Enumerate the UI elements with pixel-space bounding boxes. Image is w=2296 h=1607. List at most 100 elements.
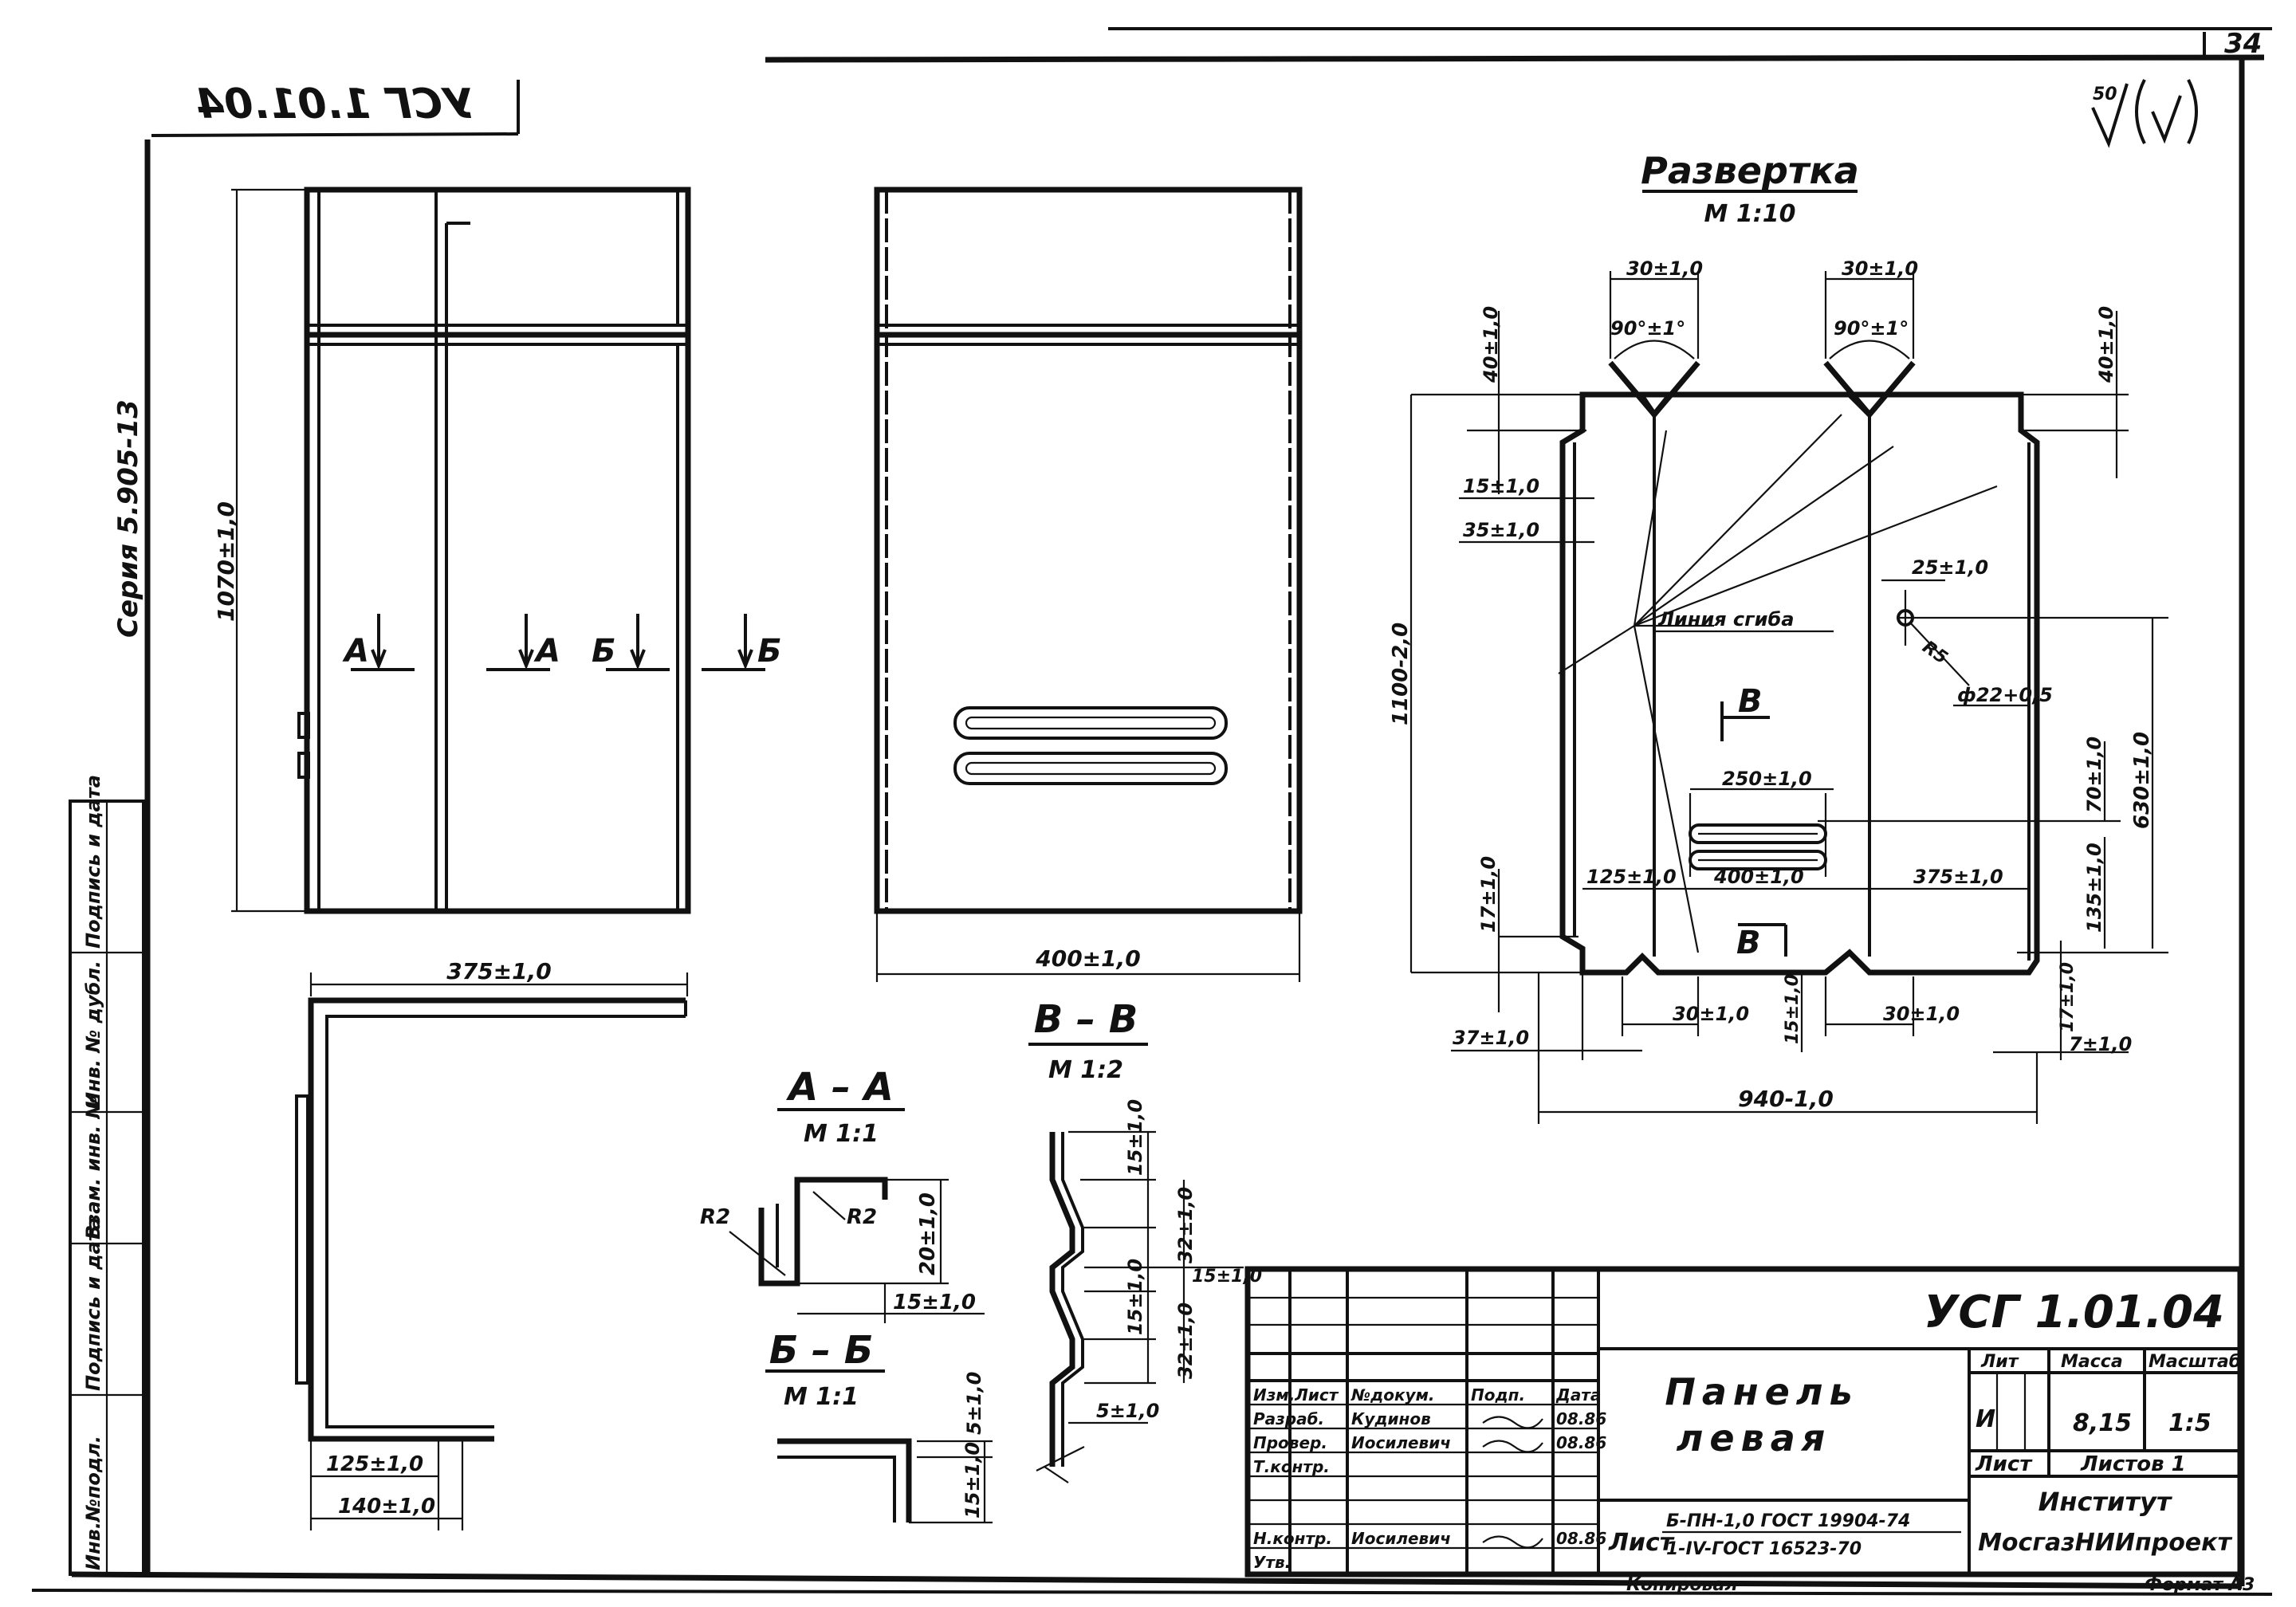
tb-date-2: 08.86 bbox=[1556, 1433, 1606, 1452]
tb-role-header-1: №докум. bbox=[1350, 1385, 1435, 1405]
dev-left-dim-35: 35±1,0 bbox=[1463, 519, 1539, 541]
section-vv-dim-5: 32±1,0 bbox=[1174, 1302, 1197, 1379]
section-vv-dim-6: 5±1,0 bbox=[1096, 1400, 1159, 1422]
dev-section-mark-bottom: В bbox=[1736, 925, 1761, 961]
dev-top-dim-2: 30±1,0 bbox=[1842, 257, 1918, 280]
dev-angle-2: 90°±1° bbox=[1834, 317, 1909, 340]
dev-left-dim-17: 17±1,0 bbox=[1477, 856, 1500, 933]
tb-copied: Копировал bbox=[1626, 1575, 1737, 1595]
section-vv-dim-1: 15±1,0 bbox=[1124, 1099, 1146, 1176]
dev-bottom-dim-2: 30±1,0 bbox=[1883, 1003, 1960, 1025]
tb-material-line1: Б-ПН-1,0 ГОСТ 19904-74 bbox=[1666, 1511, 1910, 1531]
section-bb-dim-5: 5±1,0 bbox=[963, 1372, 985, 1435]
tb-role-3: Провер. bbox=[1253, 1433, 1327, 1452]
section-aa-dim-20: 20±1,0 bbox=[916, 1192, 940, 1275]
dev-angle-1: 90°±1° bbox=[1610, 317, 1685, 340]
side-stamp-label-4: Инв. № дубл. bbox=[82, 961, 104, 1108]
section-bb-title: Б – Б bbox=[769, 1328, 874, 1373]
side-stamp-label-1: Инв.№подл. bbox=[82, 1436, 104, 1570]
dev-top-dim-1: 30±1,0 bbox=[1626, 257, 1703, 280]
side-stamp-label-2: Подпись и дата bbox=[82, 1217, 104, 1391]
tb-code: УСГ 1.01.04 bbox=[1924, 1287, 2224, 1338]
tb-role-4: Т.контр. bbox=[1253, 1457, 1330, 1476]
page-number: 34 bbox=[2224, 28, 2262, 60]
signature-3 bbox=[1482, 1535, 1543, 1549]
section-aa: А – А М 1:1 R2 R2 20±1,0 15±1,0 bbox=[700, 1065, 985, 1323]
dev-right-dim-40: 40±1,0 bbox=[2095, 306, 2117, 383]
top-section-width-dim: 375±1,0 bbox=[446, 958, 552, 984]
side-stamp-label-5: Подпись и дата bbox=[82, 775, 104, 949]
signature-2 bbox=[1482, 1440, 1543, 1453]
dev-height: 1100-2,0 bbox=[1389, 623, 1413, 725]
tb-material-line2: 1-IV-ГОСТ 16523-70 bbox=[1666, 1539, 1862, 1559]
section-mark-a1: А bbox=[342, 633, 369, 670]
tb-name-3: Иосилевич bbox=[1351, 1529, 1451, 1548]
section-mark-b2: Б bbox=[757, 633, 782, 670]
tb-date-1: 08.86 bbox=[1556, 1409, 1606, 1428]
section-aa-radius-2: R2 bbox=[847, 1205, 877, 1229]
tb-role-2: Разраб. bbox=[1253, 1409, 1324, 1428]
section-bb-scale: М 1:1 bbox=[784, 1383, 859, 1411]
dev-mid-dim-400: 400±1,0 bbox=[1713, 866, 1804, 888]
section-aa-title: А – А bbox=[785, 1065, 894, 1110]
tb-name-1: Кудинов bbox=[1351, 1409, 1431, 1428]
tb-sheets: Листов 1 bbox=[2080, 1452, 2186, 1476]
tb-sheet: Лист bbox=[1975, 1452, 2033, 1476]
dev-slot-dim: 250±1,0 bbox=[1722, 768, 1812, 790]
tb-role-1: Изм.Лист bbox=[1253, 1385, 1339, 1405]
tb-date-3: 08.86 bbox=[1556, 1529, 1606, 1548]
dev-right-dim-25: 25±1,0 bbox=[1912, 556, 1988, 579]
tb-name-line2: левая bbox=[1677, 1416, 1832, 1460]
tb-material-label: Лист bbox=[1608, 1529, 1675, 1557]
dev-right-dim-630: 630±1,0 bbox=[2130, 732, 2154, 829]
tb-name-line1: Панель bbox=[1665, 1370, 1858, 1413]
series-label: Серия 5.905-13 bbox=[112, 399, 144, 638]
section-vv-scale: М 1:2 bbox=[1048, 1056, 1123, 1084]
tb-col-lit: Лит bbox=[1980, 1352, 2019, 1372]
dev-right-dim-70: 70±1,0 bbox=[2083, 737, 2105, 813]
dev-mid-dim-375: 375±1,0 bbox=[1913, 866, 2003, 888]
side-stamp-label-3: Взам. инв. № bbox=[82, 1096, 104, 1240]
top-section-dim-140: 140±1,0 bbox=[338, 1495, 435, 1519]
tb-col-mass: Масса bbox=[2061, 1352, 2123, 1372]
section-vv-title: В – В bbox=[1034, 997, 1138, 1042]
dev-mid-dim-15: 15±1,0 bbox=[1783, 974, 1803, 1044]
development: Развертка М 1:10 90°±1° 90°±1° 30±1,0 30… bbox=[1389, 149, 2168, 1124]
dev-fold-line: Линия сгиба bbox=[1657, 608, 1794, 631]
tb-format: Формат А3 bbox=[2145, 1575, 2255, 1595]
section-vv-dim-2: 32±1,0 bbox=[1174, 1187, 1197, 1263]
section-aa-radius-1: R2 bbox=[700, 1205, 730, 1229]
section-bb-dim-15: 15±1,0 bbox=[961, 1442, 984, 1519]
tb-scale: 1:5 bbox=[2168, 1409, 2211, 1437]
top-section-dim-125: 125±1,0 bbox=[326, 1452, 423, 1476]
front-height-dim: 1070±1,0 bbox=[213, 501, 239, 622]
dev-hole: ф22+0,5 bbox=[1957, 684, 2053, 706]
tb-lit: И bbox=[1976, 1405, 1995, 1433]
front-view: 1070±1,0 А А Б Б bbox=[213, 187, 782, 914]
dev-width: 940-1,0 bbox=[1738, 1086, 1834, 1112]
drawing-frame: 34 bbox=[31, 27, 2273, 1596]
development-title: Развертка bbox=[1641, 149, 1859, 192]
dev-right-dim-17: 17±1,0 bbox=[2058, 962, 2078, 1032]
roughness-symbol: 50 bbox=[2091, 79, 2198, 148]
back-view: 400±1,0 bbox=[874, 187, 1303, 982]
section-mark-a2: А bbox=[533, 633, 560, 670]
dev-left-dim-40: 40±1,0 bbox=[1480, 306, 1502, 383]
tb-institute: Институт bbox=[2038, 1487, 2173, 1517]
dev-left-dim-15: 15±1,0 bbox=[1463, 475, 1539, 497]
dev-right-dim-7: 7±1,0 bbox=[2069, 1033, 2132, 1055]
dev-section-mark-top: В bbox=[1738, 683, 1763, 720]
dev-left-dim-37: 37±1,0 bbox=[1453, 1027, 1529, 1049]
section-vv-dim-4: 15±1,0 bbox=[1124, 1259, 1146, 1335]
section-aa-scale: М 1:1 bbox=[804, 1120, 879, 1148]
signature-1 bbox=[1482, 1416, 1543, 1429]
tb-role-6: Утв. bbox=[1253, 1553, 1291, 1572]
section-mark-b1: Б bbox=[592, 633, 616, 670]
tb-role-header-2: Подп. bbox=[1471, 1385, 1525, 1405]
tb-col-scale: Масштаб bbox=[2149, 1352, 2241, 1372]
dev-bottom-dim-1: 30±1,0 bbox=[1673, 1003, 1749, 1025]
back-width-dim: 400±1,0 bbox=[1035, 945, 1141, 972]
dev-hole-radius: R5 bbox=[1919, 637, 1952, 668]
tb-mass: 8,15 bbox=[2073, 1409, 2132, 1437]
